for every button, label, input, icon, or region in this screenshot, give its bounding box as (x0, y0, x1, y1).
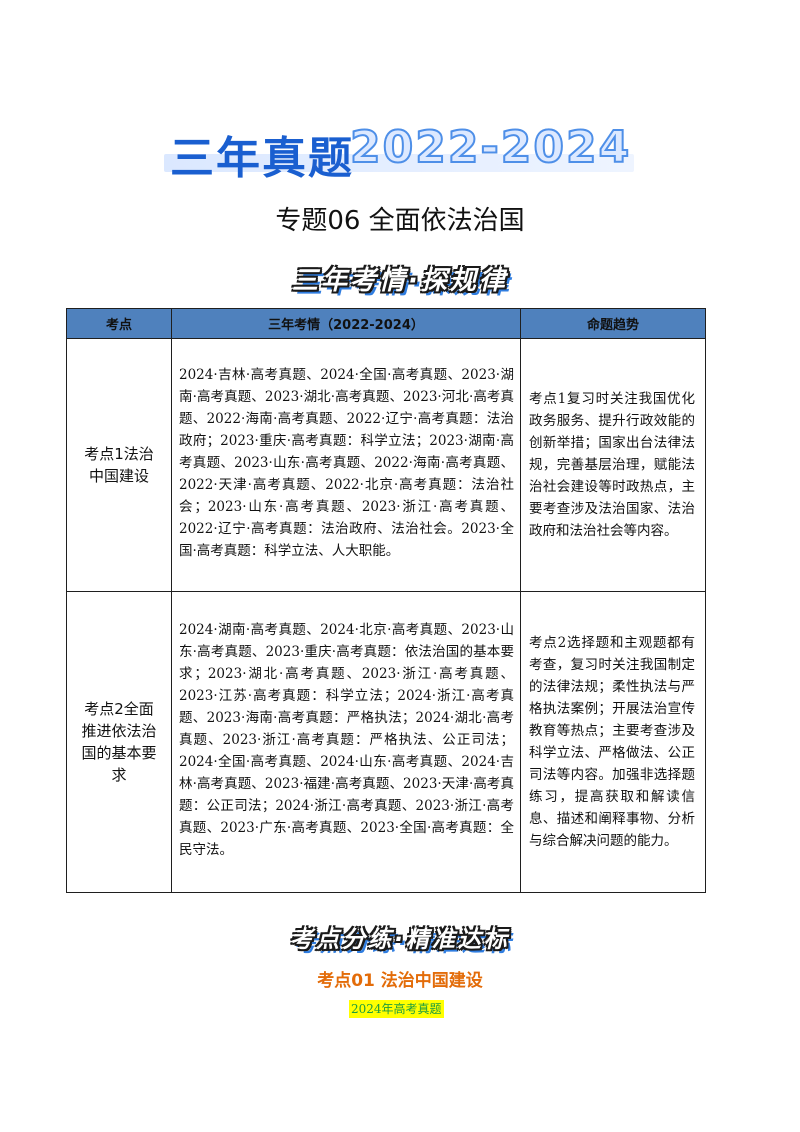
banner-underline (164, 154, 634, 172)
exam-analysis-table: 考点 三年考情（2022-2024） 命题趋势 考点1法治中国建设 2024·吉… (66, 308, 706, 893)
situation-cell: 2024·吉林·高考真题、2024·全国·高考真题、2023·湖南·高考真题、2… (171, 338, 521, 592)
banner-years-text: 2022-2024 (349, 121, 632, 174)
exam-point-cell: 考点2全面推进依法治国的基本要求 (66, 591, 172, 893)
banner-strong-text: 三年真题 (170, 133, 354, 184)
table-row: 考点1法治中国建设 2024·吉林·高考真题、2024·全国·高考真题、2023… (66, 338, 706, 592)
column-header: 三年考情（2022-2024） (171, 308, 521, 339)
section-heading-practice: 考点分练·精准达标 (290, 927, 510, 953)
title-banner: 三年真题 2022-2024 (160, 118, 640, 184)
trend-cell: 考点2选择题和主观题都有考查，复习时关注我国制定的法律法规；柔性执法与严格执法案… (520, 591, 706, 893)
situation-cell: 2024·湖南·高考真题、2024·北京·高考真题、2023·山东·高考真题、2… (171, 591, 521, 893)
section-heading-trends: 三年考情·探规律 (292, 266, 508, 296)
column-header: 命题趋势 (520, 308, 706, 339)
exam-point-cell: 考点1法治中国建设 (66, 338, 172, 592)
trend-cell: 考点1复习时关注我国优化政务服务、提升行政效能的创新举措；国家出台法律法规，完善… (520, 338, 706, 592)
table-header-row: 考点 三年考情（2022-2024） 命题趋势 (66, 308, 706, 339)
page-title: 专题06 全面依法治国 (275, 206, 525, 236)
table-row: 考点2全面推进依法治国的基本要求 2024·湖南·高考真题、2024·北京·高考… (66, 591, 706, 893)
exam-point-heading: 考点01 法治中国建设 (317, 971, 483, 991)
column-header: 考点 (66, 308, 172, 339)
year-tag: 2024年高考真题 (349, 1000, 444, 1018)
